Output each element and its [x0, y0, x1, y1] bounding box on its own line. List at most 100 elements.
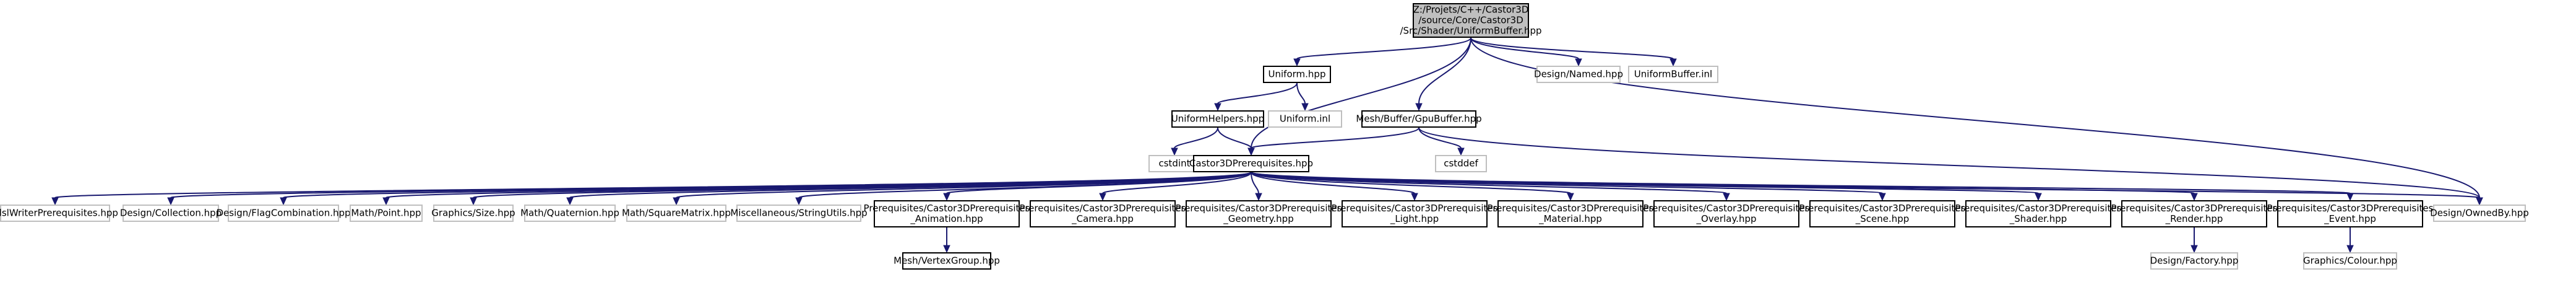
node-box [626, 205, 726, 222]
node-box [524, 205, 616, 222]
node-label: Design/Factory.hpp [2150, 255, 2239, 267]
node-label: UniformHelpers.hpp [1171, 113, 1264, 125]
edge-uniformbuffer-to-design-ownedby [1470, 37, 2483, 206]
node-box [1653, 200, 1799, 227]
node-label: Prerequisites/Castor3DPrerequisites [1643, 203, 1810, 214]
node-design-flagcombination: Design/FlagCombination.hpp [216, 205, 351, 222]
node-prereq-scene[interactable]: Prerequisites/Castor3DPrerequisites_Scen… [1799, 200, 1966, 227]
node-label: _Material.hpp [1538, 213, 1602, 225]
edge-uniform-to-uniformhelpers [1214, 82, 1298, 112]
edge-castor3dprereq-to-prereq-camera [1099, 172, 1252, 201]
node-math-point: Math/Point.hpp [350, 205, 423, 222]
node-prereq-event[interactable]: Prerequisites/Castor3DPrerequisites_Even… [2267, 200, 2434, 227]
node-label: Uniform.hpp [1269, 69, 1326, 80]
node-label: Uniform.inl [1280, 113, 1330, 125]
node-cstddef: cstddef [1435, 155, 1487, 172]
node-box [1497, 200, 1643, 227]
edge-castor3dprereq-to-prereq-scene [1251, 172, 1886, 201]
node-label: Graphics/Size.hpp [431, 208, 515, 219]
node-box [433, 205, 514, 222]
edge-prereq-render-to-design-factory [2190, 227, 2198, 253]
node-label: Math/SquareMatrix.hpp [622, 208, 731, 219]
node-uniformbuffer-inl: UniformBuffer.inl [1628, 66, 1718, 83]
edge-uniformbuffer-to-gpubuffer [1415, 37, 1471, 112]
node-prereq-shader[interactable]: Prerequisites/Castor3DPrerequisites_Shad… [1955, 200, 2122, 227]
node-box [228, 205, 339, 222]
node-label: Z:/Projets/C++/Castor3D [1413, 4, 1529, 15]
node-label: Prerequisites/Castor3DPrerequisites [864, 203, 1030, 214]
node-math-squarematrix: Math/SquareMatrix.hpp [622, 205, 731, 222]
node-label: Mesh/VertexGroup.hpp [894, 255, 1000, 267]
node-label: Prerequisites/Castor3DPrerequisites [2111, 203, 2278, 214]
edge-castor3dprereq-to-prereq-overlay [1251, 172, 1730, 201]
edge-prereq-event-to-graphics-colour [2346, 227, 2354, 253]
node-label: Prerequisites/Castor3DPrerequisites [1020, 203, 1186, 214]
node-box [1536, 66, 1621, 83]
node-label: _Light.hpp [1390, 213, 1439, 225]
node-box [1628, 66, 1718, 83]
node-prereq-animation[interactable]: Prerequisites/Castor3DPrerequisites_Anim… [864, 200, 1030, 227]
edge-uniformbuffer-to-uniform [1293, 37, 1471, 67]
node-box [1268, 110, 1342, 128]
node-box [1030, 200, 1176, 227]
node-uniform[interactable]: Uniform.hpp [1263, 66, 1331, 83]
edge-castor3dprereq-to-prereq-animation [943, 172, 1252, 201]
node-box [1186, 200, 1332, 227]
node-box [902, 252, 991, 270]
node-misc-stringutils: Miscellaneous/StringUtils.hpp [730, 205, 868, 222]
node-label: /Src/Shader/UniformBuffer.hpp [1400, 25, 1542, 37]
node-label: Design/Named.hpp [1534, 69, 1623, 80]
node-label: Prerequisites/Castor3DPrerequisites [1955, 203, 2122, 214]
node-box [1809, 200, 1955, 227]
node-vertexgroup[interactable]: Mesh/VertexGroup.hpp [894, 252, 1000, 270]
node-prereq-material[interactable]: Prerequisites/Castor3DPrerequisites_Mate… [1488, 200, 1654, 227]
edge-uniformbuffer-to-castor3dprereq [1247, 37, 1471, 156]
node-box [2121, 200, 2267, 227]
node-box [1193, 155, 1309, 172]
node-design-ownedby: Design/OwnedBy.hpp [2430, 205, 2529, 222]
node-label: Design/FlagCombination.hpp [216, 208, 350, 219]
node-box [874, 200, 1020, 227]
node-box [2433, 205, 2526, 222]
edge-castor3dprereq-to-design-ownedby [1251, 172, 2483, 206]
node-uniformbuffer[interactable]: Z:/Projets/C++/Castor3D/source/Core/Cast… [1400, 3, 1542, 38]
edge-castor3dprereq-to-prereq-light [1251, 172, 1418, 201]
edge-castor3dprereq-to-math-squarematrix [673, 172, 1252, 206]
node-label: Math/Quaternion.hpp [520, 208, 619, 219]
node-castor3dprereq[interactable]: Castor3DPrerequisites.hpp [1189, 155, 1313, 172]
node-label: Prerequisites/Castor3DPrerequisites [1332, 203, 1498, 214]
node-graphics-colour: Graphics/Colour.hpp [2303, 252, 2397, 270]
node-design-factory: Design/Factory.hpp [2150, 252, 2239, 270]
node-box [123, 205, 219, 222]
node-box [1965, 200, 2111, 227]
node-label: Mesh/Buffer/GpuBuffer.hpp [1356, 113, 1481, 125]
node-label: Prerequisites/Castor3DPrerequisites [1488, 203, 1654, 214]
node-prereq-render[interactable]: Prerequisites/Castor3DPrerequisites_Rend… [2111, 200, 2278, 227]
node-math-quaternion: Math/Quaternion.hpp [520, 205, 619, 222]
node-label: _Overlay.hpp [1696, 213, 1757, 225]
edge-gpubuffer-to-cstddef [1418, 127, 1465, 156]
node-box [2150, 252, 2238, 270]
edge-uniformbuffer-to-uniformbuffer-inl [1470, 37, 1677, 67]
node-box [2277, 200, 2423, 227]
node-prereq-light[interactable]: Prerequisites/Castor3DPrerequisites_Ligh… [1332, 200, 1498, 227]
node-prereq-geometry[interactable]: Prerequisites/Castor3DPrerequisites_Geom… [1176, 200, 1342, 227]
node-label: Math/Point.hpp [351, 208, 421, 219]
node-prereq-camera[interactable]: Prerequisites/Castor3DPrerequisites_Came… [1020, 200, 1186, 227]
edge-uniformbuffer-to-design-named [1470, 37, 1582, 67]
edge-uniform-to-uniform-inl [1296, 82, 1309, 112]
node-label: _Camera.hpp [1071, 213, 1134, 225]
node-label: _Geometry.hpp [1223, 213, 1293, 225]
node-box [736, 205, 861, 222]
node-uniformhelpers[interactable]: UniformHelpers.hpp [1171, 110, 1264, 128]
node-label: Graphics/Colour.hpp [2303, 255, 2397, 267]
node-gpubuffer[interactable]: Mesh/Buffer/GpuBuffer.hpp [1356, 110, 1482, 128]
node-label: cstddef [1444, 158, 1478, 169]
node-box [350, 205, 423, 222]
edge-castor3dprereq-to-prereq-material [1251, 172, 1574, 201]
node-label: Design/Collection.hpp [120, 208, 222, 219]
node-prereq-overlay[interactable]: Prerequisites/Castor3DPrerequisites_Over… [1643, 200, 1810, 227]
node-box [1361, 110, 1476, 128]
node-label: GlslWriterPrerequisites.hpp [0, 208, 118, 219]
